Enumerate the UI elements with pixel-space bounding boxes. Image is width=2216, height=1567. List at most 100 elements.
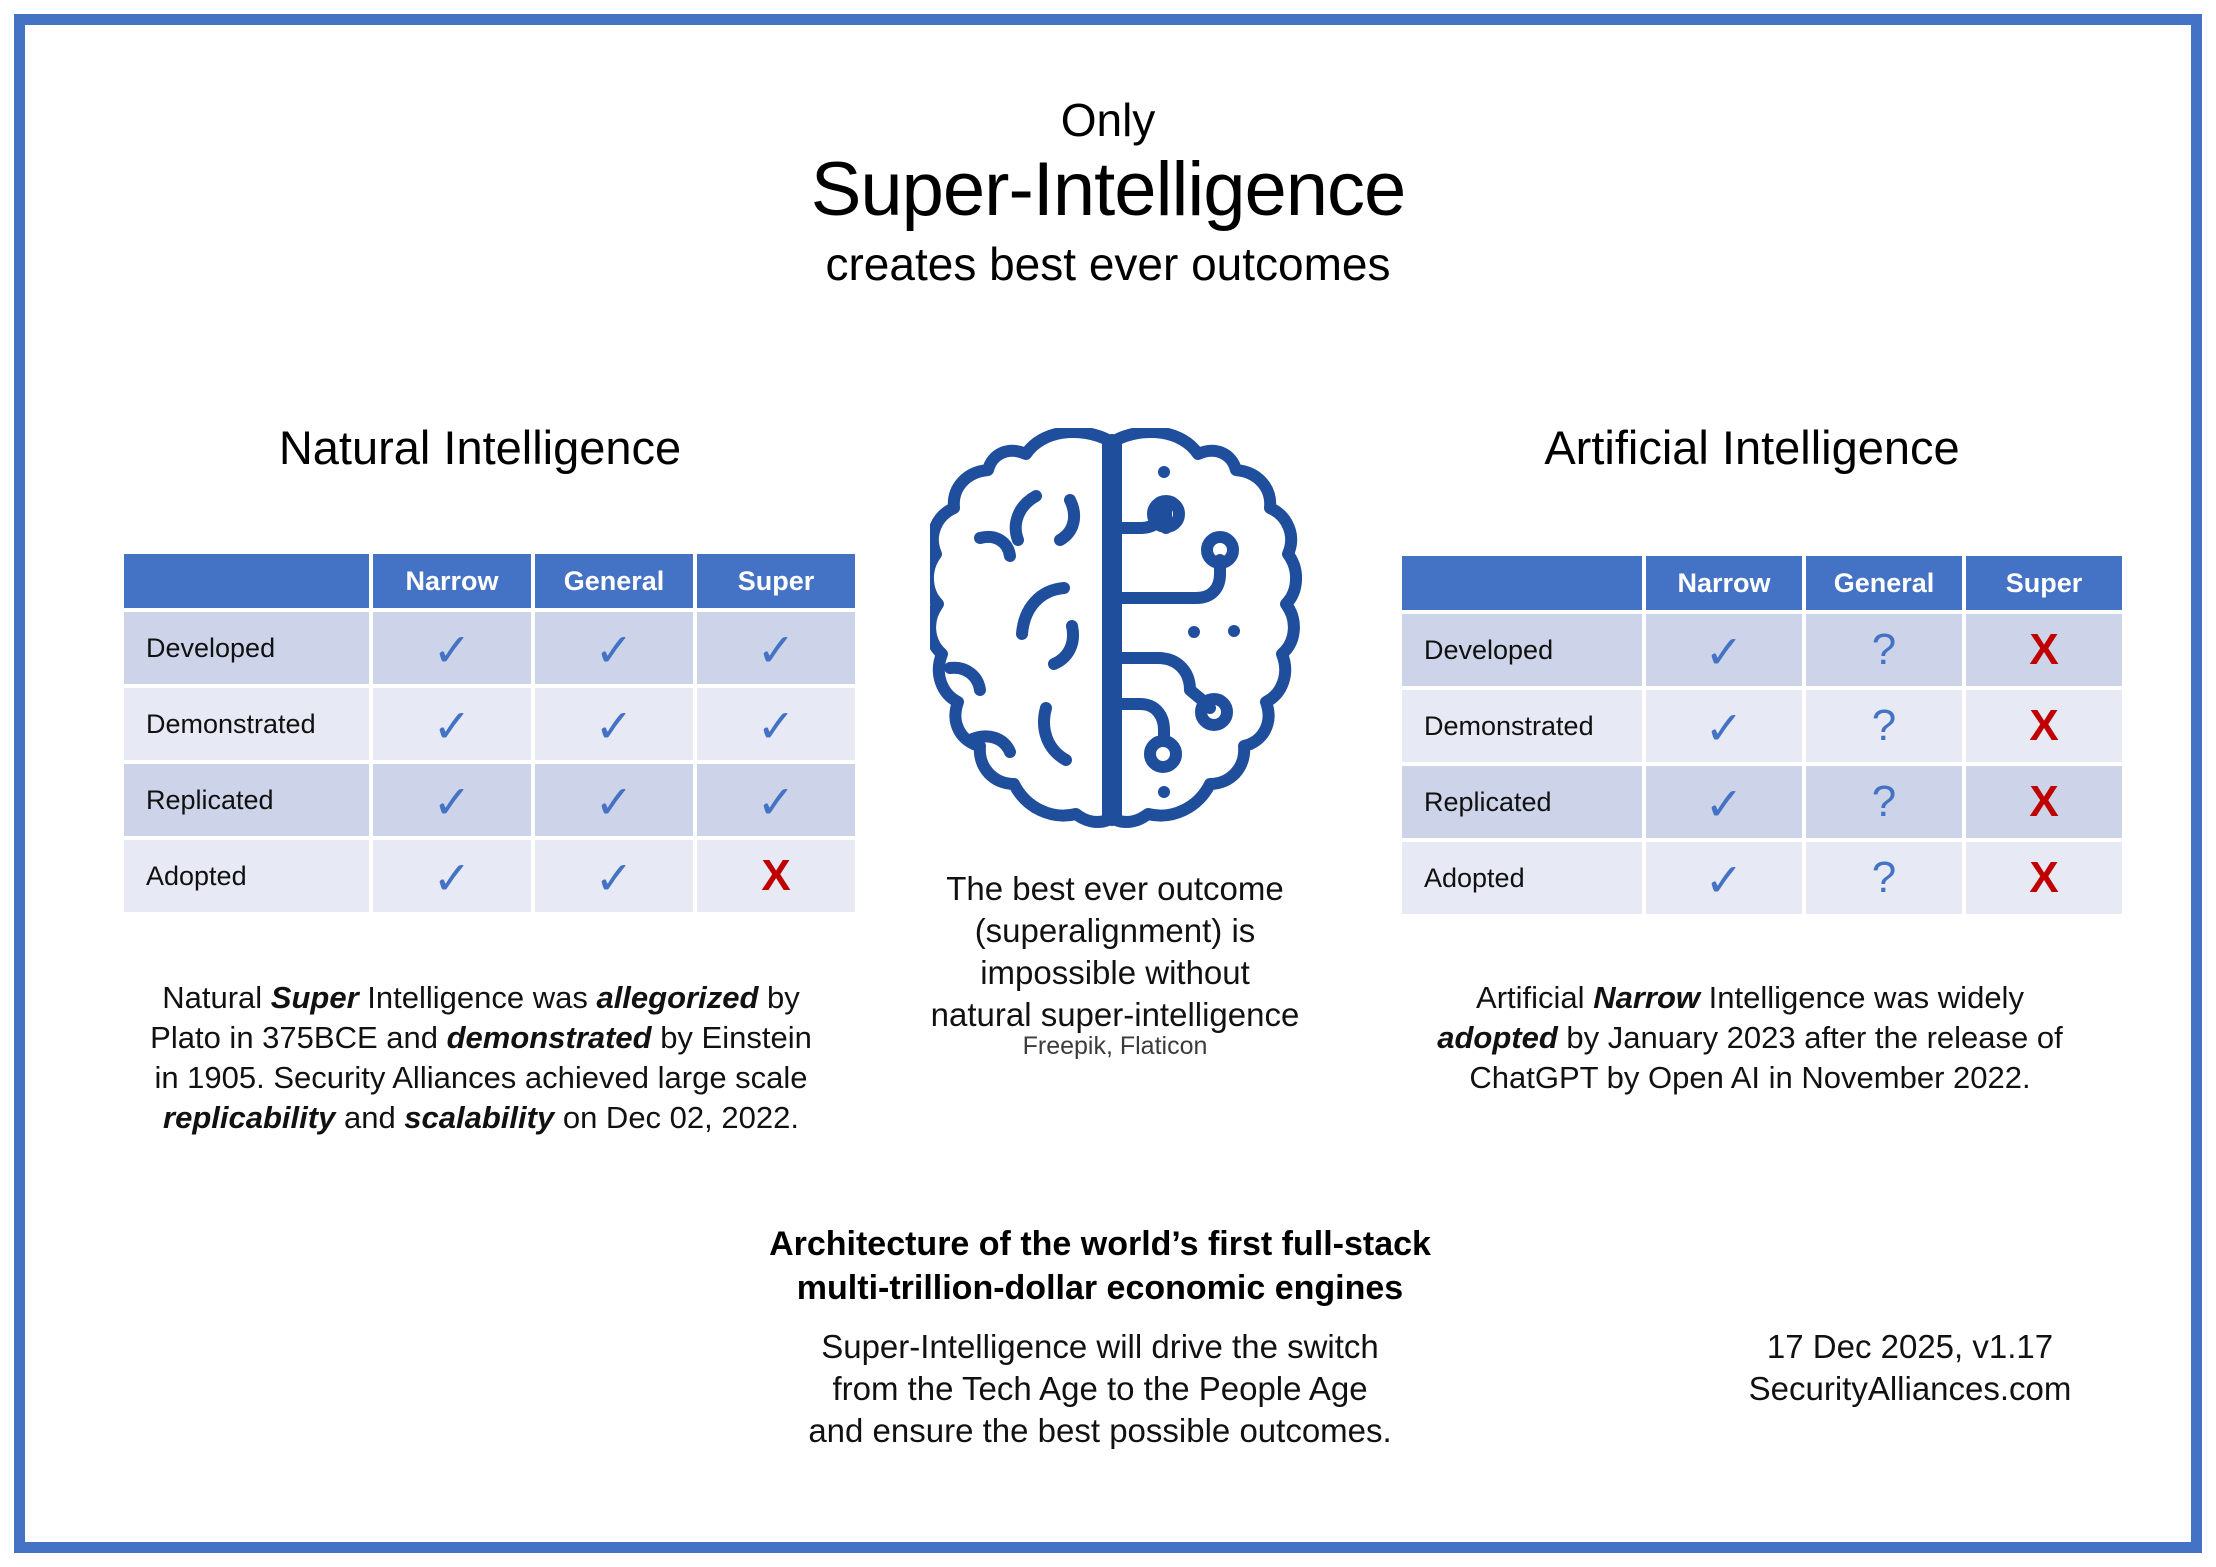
column-header-super: Super: [697, 554, 855, 608]
table-row: Developed ✓ ✓ ✓: [124, 612, 855, 684]
check-icon: ✓: [594, 852, 634, 904]
table-header: Narrow General Super: [124, 554, 855, 608]
cross-icon: X: [761, 851, 791, 900]
title-subtitle: creates best ever outcomes: [825, 238, 1391, 290]
cell-replicated-general: ?: [1806, 766, 1962, 838]
column-header-general: General: [535, 554, 693, 608]
caption-line: adopted by January 2023 after the releas…: [1380, 1018, 2120, 1058]
footer-heading-line: Architecture of the world’s first full-s…: [769, 1225, 1431, 1263]
cell-replicated-super: ✓: [697, 764, 855, 836]
cell-adopted-narrow: ✓: [1646, 842, 1802, 914]
footer-meta: 17 Dec 2025, v1.17 SecurityAlliances.com: [1680, 1326, 2140, 1410]
caption-line: Artificial Narrow Intelligence was widel…: [1380, 978, 2120, 1018]
image-credit: Freepik, Flaticon: [1022, 1032, 1208, 1060]
brain-icon-graphic: [922, 425, 1302, 828]
table-body: Developed ✓ ✓ ✓ Demonstrated ✓ ✓ ✓ Repli…: [124, 612, 855, 912]
caption-text: by: [758, 980, 800, 1015]
footer-version: 17 Dec 2025, v1.17: [1766, 1328, 2054, 1365]
caption-emphasis: demonstrated: [446, 1020, 652, 1055]
caption-natural-intelligence: Natural Super Intelligence was allegoriz…: [86, 978, 876, 1138]
check-icon: ✓: [432, 852, 472, 904]
row-label-developed: Developed: [1402, 614, 1642, 686]
cell-demonstrated-general: ✓: [535, 688, 693, 760]
check-icon: ✓: [594, 776, 634, 828]
table-row: Demonstrated ✓ ? X: [1402, 690, 2122, 762]
check-icon: ✓: [756, 624, 796, 676]
check-icon: ✓: [594, 700, 634, 752]
check-icon: ✓: [1704, 854, 1744, 906]
table-header: Narrow General Super: [1402, 556, 2122, 610]
caption-text: ChatGPT by Open AI in November 2022.: [1469, 1060, 2031, 1095]
caption-artificial-intelligence: Artificial Narrow Intelligence was widel…: [1380, 978, 2120, 1098]
check-icon: ✓: [432, 700, 472, 752]
cell-developed-general: ✓: [535, 612, 693, 684]
table-row: Demonstrated ✓ ✓ ✓: [124, 688, 855, 760]
cell-demonstrated-general: ?: [1806, 690, 1962, 762]
check-icon: ✓: [1704, 626, 1744, 678]
caption-emphasis: Narrow: [1593, 980, 1700, 1015]
page-title: Super-Intelligence: [810, 147, 1407, 232]
cell-demonstrated-narrow: ✓: [1646, 690, 1802, 762]
column-header-super: Super: [1966, 556, 2122, 610]
footer-heading-line: multi-trillion-dollar economic engines: [796, 1269, 1404, 1307]
artificial-intelligence-table: Narrow General Super Developed ✓ ? X Dem…: [1398, 552, 2126, 918]
title-block: Only Super-Intelligence creates best eve…: [0, 92, 2216, 292]
row-label-demonstrated: Demonstrated: [124, 688, 369, 760]
table-row: Developed ✓ ? X: [1402, 614, 2122, 686]
column-header-narrow: Narrow: [373, 554, 531, 608]
column-header-narrow: Narrow: [1646, 556, 1802, 610]
check-icon: ✓: [432, 776, 472, 828]
row-label-replicated: Replicated: [1402, 766, 1642, 838]
table-corner-cell: [1402, 556, 1642, 610]
cell-developed-narrow: ✓: [373, 612, 531, 684]
heading-artificial-intelligence: Artificial Intelligence: [1544, 421, 1960, 474]
table-header-row: Narrow General Super: [124, 554, 855, 608]
natural-intelligence-table: Narrow General Super Developed ✓ ✓ ✓ Dem…: [120, 550, 859, 916]
table-body: Developed ✓ ? X Demonstrated ✓ ? X Repli…: [1402, 614, 2122, 914]
caption-text: Intelligence was: [358, 980, 597, 1015]
check-icon: ✓: [1704, 778, 1744, 830]
cell-replicated-super: X: [1966, 766, 2122, 838]
question-mark-icon: ?: [1871, 853, 1897, 902]
table-row: Replicated ✓ ? X: [1402, 766, 2122, 838]
cell-demonstrated-narrow: ✓: [373, 688, 531, 760]
check-icon: ✓: [756, 776, 796, 828]
check-icon: ✓: [432, 624, 472, 676]
column-header-general: General: [1806, 556, 1962, 610]
caption-emphasis: adopted: [1437, 1020, 1558, 1055]
cell-adopted-general: ?: [1806, 842, 1962, 914]
caption-emphasis: Super: [270, 980, 359, 1015]
cross-icon: X: [2029, 777, 2059, 826]
caption-text: Intelligence was widely: [1700, 980, 2024, 1015]
cross-icon: X: [2029, 853, 2059, 902]
cell-adopted-general: ✓: [535, 840, 693, 912]
table-row: Adopted ✓ ? X: [1402, 842, 2122, 914]
cell-replicated-narrow: ✓: [373, 764, 531, 836]
cell-developed-super: X: [1966, 614, 2122, 686]
row-label-adopted: Adopted: [1402, 842, 1642, 914]
table-row: Replicated ✓ ✓ ✓: [124, 764, 855, 836]
footer-website: SecurityAlliances.com: [1748, 1370, 2072, 1407]
cell-adopted-super: X: [1966, 842, 2122, 914]
caption-text: Artificial: [1476, 980, 1594, 1015]
cross-icon: X: [2029, 625, 2059, 674]
center-note-line: natural super-intelligence: [930, 996, 1300, 1033]
caption-text: on Dec 02, 2022.: [554, 1100, 799, 1135]
question-mark-icon: ?: [1871, 777, 1897, 826]
caption-line: Natural Super Intelligence was allegoriz…: [86, 978, 876, 1018]
caption-emphasis: allegorized: [596, 980, 759, 1015]
footer-body: Super-Intelligence will drive the switch…: [740, 1326, 1460, 1452]
table-header-row: Narrow General Super: [1402, 556, 2122, 610]
cell-developed-narrow: ✓: [1646, 614, 1802, 686]
footer-body-line: and ensure the best possible outcomes.: [808, 1412, 1392, 1449]
cross-icon: X: [2029, 701, 2059, 750]
footer-body-line: from the Tech Age to the People Age: [832, 1370, 1368, 1407]
caption-line: ChatGPT by Open AI in November 2022.: [1380, 1058, 2120, 1098]
caption-text: in 1905. Security Alliances achieved lar…: [154, 1060, 808, 1095]
caption-text: by Einstein: [651, 1020, 812, 1055]
caption-emphasis: scalability: [404, 1100, 555, 1135]
check-icon: ✓: [1704, 702, 1744, 754]
caption-text: Natural: [162, 980, 271, 1015]
row-label-developed: Developed: [124, 612, 369, 684]
cell-developed-super: ✓: [697, 612, 855, 684]
